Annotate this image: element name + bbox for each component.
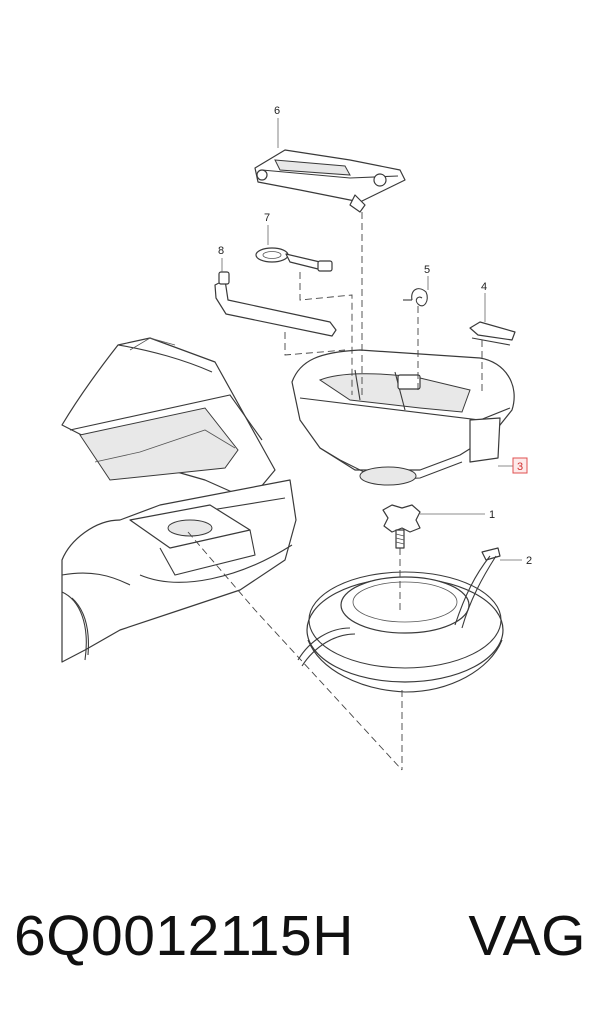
callout-5: 5	[424, 264, 430, 276]
part-2-strap[interactable]	[297, 547, 501, 667]
part-4-bracket[interactable]	[469, 321, 516, 346]
parts-diagram: 6 7 8 5 4 3 1 2	[61, 105, 532, 771]
spare-wheel	[306, 571, 504, 693]
callout-3-highlight	[512, 457, 528, 474]
callout-6: 6	[274, 105, 280, 117]
callout-4: 4	[481, 281, 487, 293]
part-5-clip[interactable]	[403, 288, 428, 307]
part-3-tool-tray[interactable]	[291, 349, 515, 486]
brand-label: VAG	[468, 904, 586, 968]
assembly-lines	[187, 212, 483, 771]
callout-3: 3	[517, 461, 523, 473]
part-1-wing-bolt[interactable]	[382, 504, 421, 549]
part-8-wheel-brace[interactable]	[214, 271, 337, 337]
callouts: 6 7 8 5 4 3 1 2	[218, 105, 532, 567]
callout-7: 7	[264, 212, 270, 224]
part-7-towing-eye[interactable]	[255, 247, 333, 272]
callout-2: 2	[526, 555, 532, 567]
part-footer: 6Q0012115H VAG	[14, 900, 586, 972]
callout-1: 1	[489, 509, 495, 521]
car-rear-illustration	[61, 337, 297, 663]
part-6-jack[interactable]	[254, 149, 406, 213]
part-number: 6Q0012115H	[14, 904, 354, 968]
callout-8: 8	[218, 245, 224, 257]
